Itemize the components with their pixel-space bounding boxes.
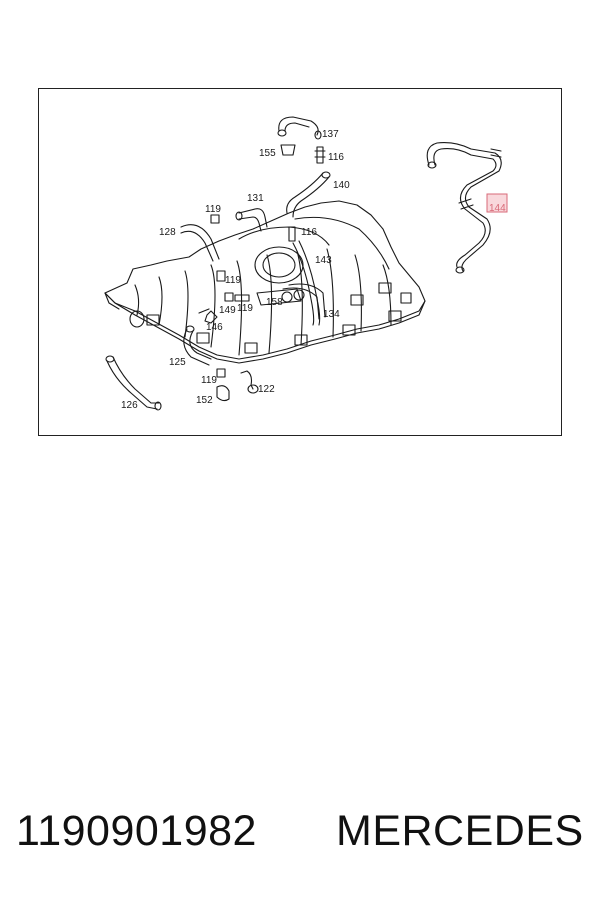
part-label: 140 (333, 180, 350, 191)
hose-143 (292, 242, 315, 326)
hose-140 (286, 172, 324, 214)
part-label: 122 (258, 384, 275, 395)
part-label: 149 (219, 305, 236, 316)
part-label: 146 (206, 322, 223, 333)
part-number: 1190901982 (16, 807, 257, 855)
part-label: 155 (259, 148, 276, 159)
parts-diagram: 137 155 116 140 131 119 128 116 143 119 … (38, 88, 562, 436)
part-label: 119 (205, 204, 221, 215)
diagram-drawing: 137 155 116 140 131 119 128 116 143 119 … (104, 116, 508, 411)
part-label: 119 (225, 275, 241, 286)
part-label-highlighted: 144 (489, 203, 506, 214)
part-label: 134 (323, 309, 340, 320)
part-label: 143 (315, 255, 332, 266)
hose-125 (183, 328, 210, 366)
part-label: 137 (322, 129, 339, 140)
hose-126 (106, 360, 158, 410)
brand-name: MERCEDES (336, 807, 584, 855)
product-caption: 1190901982 MERCEDES (0, 796, 600, 866)
part-label: 119 (201, 375, 217, 386)
part-label: 126 (121, 400, 138, 411)
hose-128 (180, 224, 220, 260)
part-label: 158 (266, 297, 283, 308)
part-label: 125 (169, 357, 186, 368)
hose-144 (426, 142, 502, 272)
part-label: 119 (237, 303, 253, 314)
hose-137 (278, 116, 319, 136)
part-label: 116 (301, 227, 317, 238)
part-label: 116 (328, 152, 344, 163)
part-label: 131 (247, 193, 264, 204)
highlight-box-144 (486, 193, 508, 213)
part-label: 128 (159, 227, 176, 238)
part-label: 152 (196, 395, 213, 406)
